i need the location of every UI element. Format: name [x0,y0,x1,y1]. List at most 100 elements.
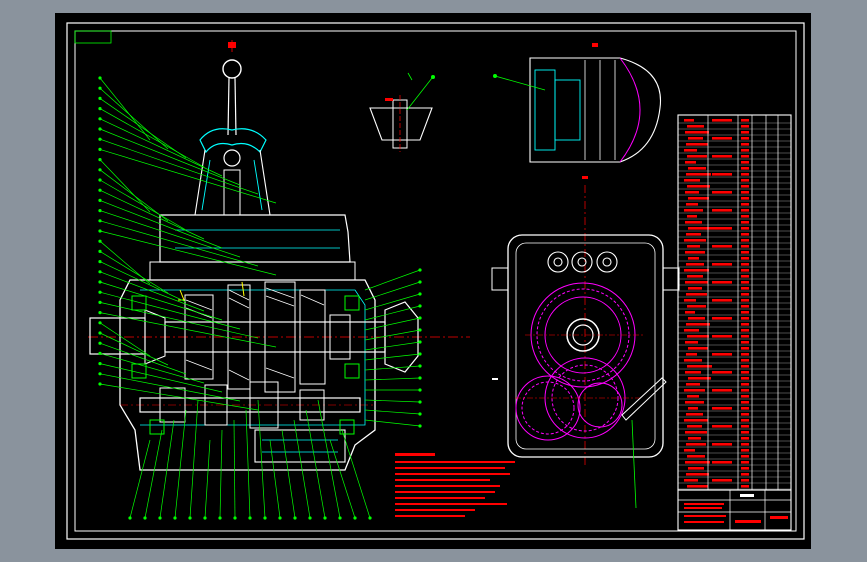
table-row-text [684,149,697,152]
table-row-text [685,401,704,404]
table-row-text [686,203,698,206]
leader-line-43 [281,429,296,519]
table-row-text [684,419,708,422]
leader-line-14 [99,210,241,258]
leader-line-6 [99,128,241,186]
table-row-text [684,449,695,452]
table-row-text [686,143,708,146]
small-bushing-detail [369,72,435,152]
leader-line-33 [144,429,163,519]
table-row-qty [741,173,749,176]
table-row-text [685,311,695,314]
leader-line-32 [129,439,151,519]
leader-line-21 [99,281,223,321]
table-row-qty [741,251,749,254]
table-row-text [686,173,711,176]
leader-line-20 [99,271,205,312]
table-row-qty [741,305,749,308]
table-row-text [685,461,710,464]
table-row-material [712,263,732,266]
table-row-text [685,191,699,194]
leader-line-20-balloon [98,270,102,274]
leader-line-62-balloon [418,424,422,428]
table-row-text [685,371,701,374]
leader-line-31 [99,383,259,411]
table-row-text [684,269,709,272]
leader-line-13-balloon [98,198,102,202]
leader-line-58 [364,377,421,381]
leader-line-38-balloon [218,516,222,520]
table-row-text [687,455,705,458]
table-row-text [684,299,696,302]
table-row-text [688,407,698,410]
table-row-text [688,287,702,290]
table-row-qty [741,239,749,242]
table-row-text [685,251,705,254]
table-row-qty [741,407,749,410]
leader-line-4-balloon [98,107,102,111]
corner-mark [74,30,112,44]
leader-line-18-balloon [98,249,102,253]
leader-line-46 [317,399,341,519]
table-row-qty [741,269,749,272]
table-row-qty [741,359,749,362]
leader-line-59-balloon [418,388,422,392]
table-row-qty [741,329,749,332]
table-row-material [712,353,732,356]
leader-line-49-balloon [418,268,422,272]
leader-line-24 [99,312,277,348]
leader-line-56-balloon [418,352,422,356]
leader-line-46-balloon [338,516,342,520]
table-row-qty [741,395,749,398]
leader-line-30-balloon [98,372,102,376]
table-row-qty [741,431,749,434]
table-row-qty [741,215,749,218]
leader-line-7 [99,138,259,195]
table-row-qty [741,377,749,380]
leader-line-61 [364,409,421,415]
table-row-qty [741,389,749,392]
leader-line-12-balloon [98,188,102,192]
table-row-material [712,245,732,248]
leader-line-40 [245,409,251,519]
table-row-text [685,221,702,224]
leader-line-54 [364,329,421,341]
table-row-qty [741,455,749,458]
table-row-qty [741,413,749,416]
table-row-qty [741,485,749,488]
leader-line-60-balloon [418,400,422,404]
leader-line-3 [99,98,187,159]
table-row-text [686,293,707,296]
table-row-text [686,383,700,386]
table-row-text [688,377,711,380]
table-row-text [687,125,704,128]
table-row-qty [741,179,749,182]
leader-line-49 [364,269,421,291]
leader-line-58-balloon [418,376,422,380]
table-row-qty [741,149,749,152]
leader-line-51-balloon [418,292,422,296]
table-row-text [687,185,710,188]
table-row-qty [741,203,749,206]
table-row-qty [741,161,749,164]
leader-line-29-balloon [98,362,102,366]
table-row-qty [741,311,749,314]
leader-line-52 [364,305,421,321]
leader-line-13 [99,200,223,249]
table-row-text [685,281,708,284]
table-row-qty [741,125,749,128]
table-row-text [687,155,707,158]
table-row-text [688,257,699,260]
leader-line-57-balloon [418,364,422,368]
table-row-material [712,191,732,194]
leader-line-6-balloon [98,127,102,131]
bearings [131,295,360,435]
table-row-material [712,119,732,122]
table-row-qty [741,293,749,296]
table-row-material [712,443,732,446]
table-row-qty [741,299,749,302]
table-row-qty [741,281,749,284]
table-row-text [688,317,705,320]
leader-line-53 [364,317,421,331]
leader-line-44 [293,419,311,519]
